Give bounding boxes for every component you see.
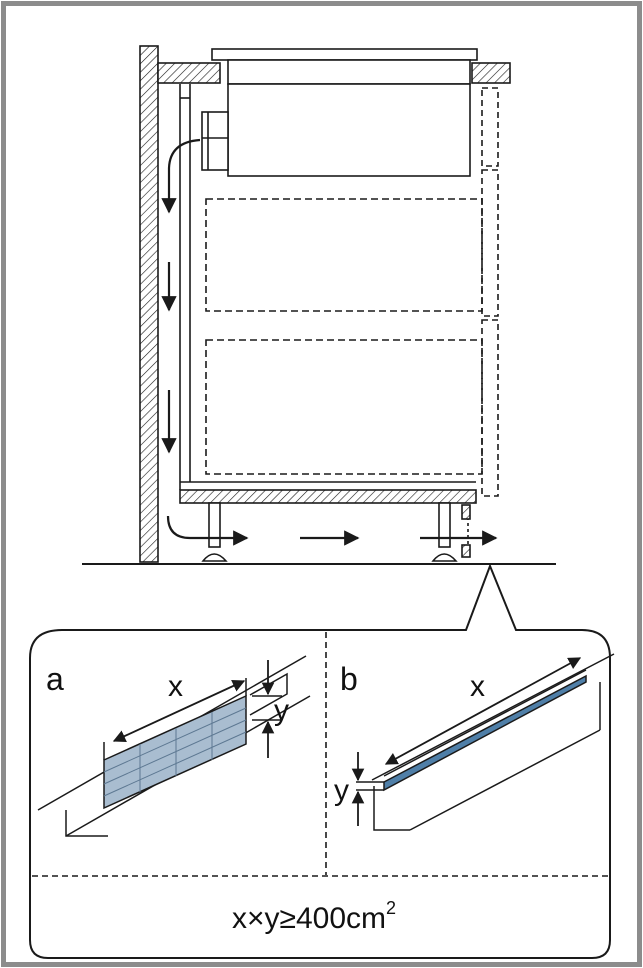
cabinet-base <box>179 489 477 504</box>
front-panel-mid <box>481 169 499 317</box>
area-formula-exponent: 2 <box>386 898 396 918</box>
worktop-right <box>471 62 511 84</box>
hob-glass <box>211 48 478 61</box>
panel-b-label: b <box>340 661 358 697</box>
area-formula-main: x×y≥400cm <box>232 902 386 935</box>
hob-body <box>227 83 471 177</box>
airflow-floor-turn <box>166 515 249 546</box>
panel-a-label: a <box>46 661 64 697</box>
dimension-x-b <box>384 657 582 765</box>
leg-left <box>208 502 221 548</box>
worktop-left <box>157 62 221 84</box>
dimension-x-label-a: x <box>168 670 183 703</box>
dimension-x-a <box>112 680 246 742</box>
dimension-x-label-b: x <box>470 670 485 703</box>
wall-hatched <box>139 45 159 563</box>
cabinet-section-drawing <box>82 45 556 565</box>
airflow-out-curve <box>161 138 201 214</box>
drawer-lower <box>205 339 483 475</box>
dimension-y-label-a: y <box>274 694 289 727</box>
airflow-arrows <box>161 138 498 546</box>
area-formula: x×y≥400cm2 <box>232 898 396 935</box>
front-panel-low <box>481 319 499 497</box>
hob-frame <box>227 59 471 85</box>
leg-right <box>438 502 451 548</box>
panel-b-slot <box>351 653 615 831</box>
panel-a-grille <box>37 655 311 837</box>
dimension-y-label-b: y <box>334 774 349 807</box>
drawer-upper <box>205 198 483 312</box>
fan-housing <box>201 111 229 171</box>
front-panel-top <box>481 87 499 167</box>
